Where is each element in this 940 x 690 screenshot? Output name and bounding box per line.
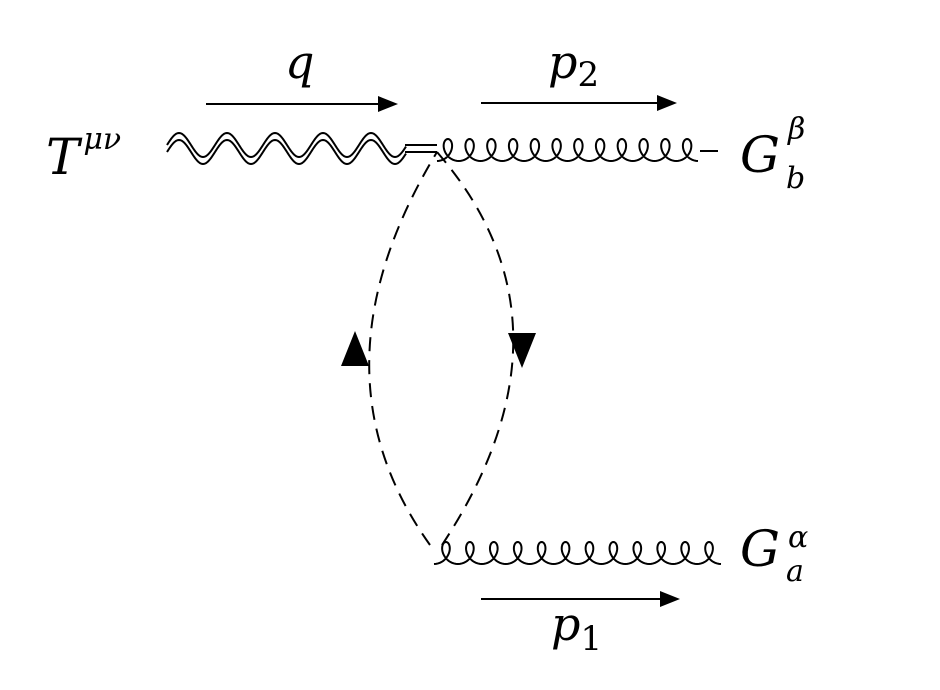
ghost-arrow-down xyxy=(508,333,536,368)
momentum-q-label: q xyxy=(285,35,314,89)
ghost-line-right xyxy=(436,151,515,546)
graviton-wave-lower xyxy=(166,138,407,166)
momentum-p1-main: p xyxy=(551,597,580,651)
momentum-arrow-p1 xyxy=(481,591,680,607)
gluon-a-sup: α xyxy=(788,520,808,555)
gluon-line-top xyxy=(436,137,699,163)
momentum-p2-sub: 2 xyxy=(577,55,599,95)
momentum-p1-label: p1 xyxy=(551,597,602,659)
gluon-b-label: G β b xyxy=(740,112,805,196)
gluon-a-main: G xyxy=(740,520,780,578)
ghost-line-left xyxy=(368,151,438,546)
source-label-sup: μν xyxy=(83,122,121,157)
momentum-arrow-q xyxy=(206,96,398,112)
gluon-b-sub: b xyxy=(786,161,805,196)
graviton-line xyxy=(166,131,437,166)
gluon-a-label: G α a xyxy=(740,520,808,589)
gluon-b-sup: β xyxy=(787,112,805,147)
graviton-wave-upper xyxy=(166,131,407,159)
gluon-line-bottom xyxy=(433,540,722,566)
gluon-b-main: G xyxy=(740,126,780,184)
source-label-main: T xyxy=(46,128,83,186)
momentum-p2-label: p2 xyxy=(548,35,599,95)
gluon-a-sub: a xyxy=(786,554,804,589)
momentum-p2-main: p xyxy=(548,35,577,89)
ghost-arrow-up xyxy=(341,331,369,366)
momentum-p1-sub: 1 xyxy=(580,619,602,659)
momentum-arrow-p2 xyxy=(481,95,677,111)
